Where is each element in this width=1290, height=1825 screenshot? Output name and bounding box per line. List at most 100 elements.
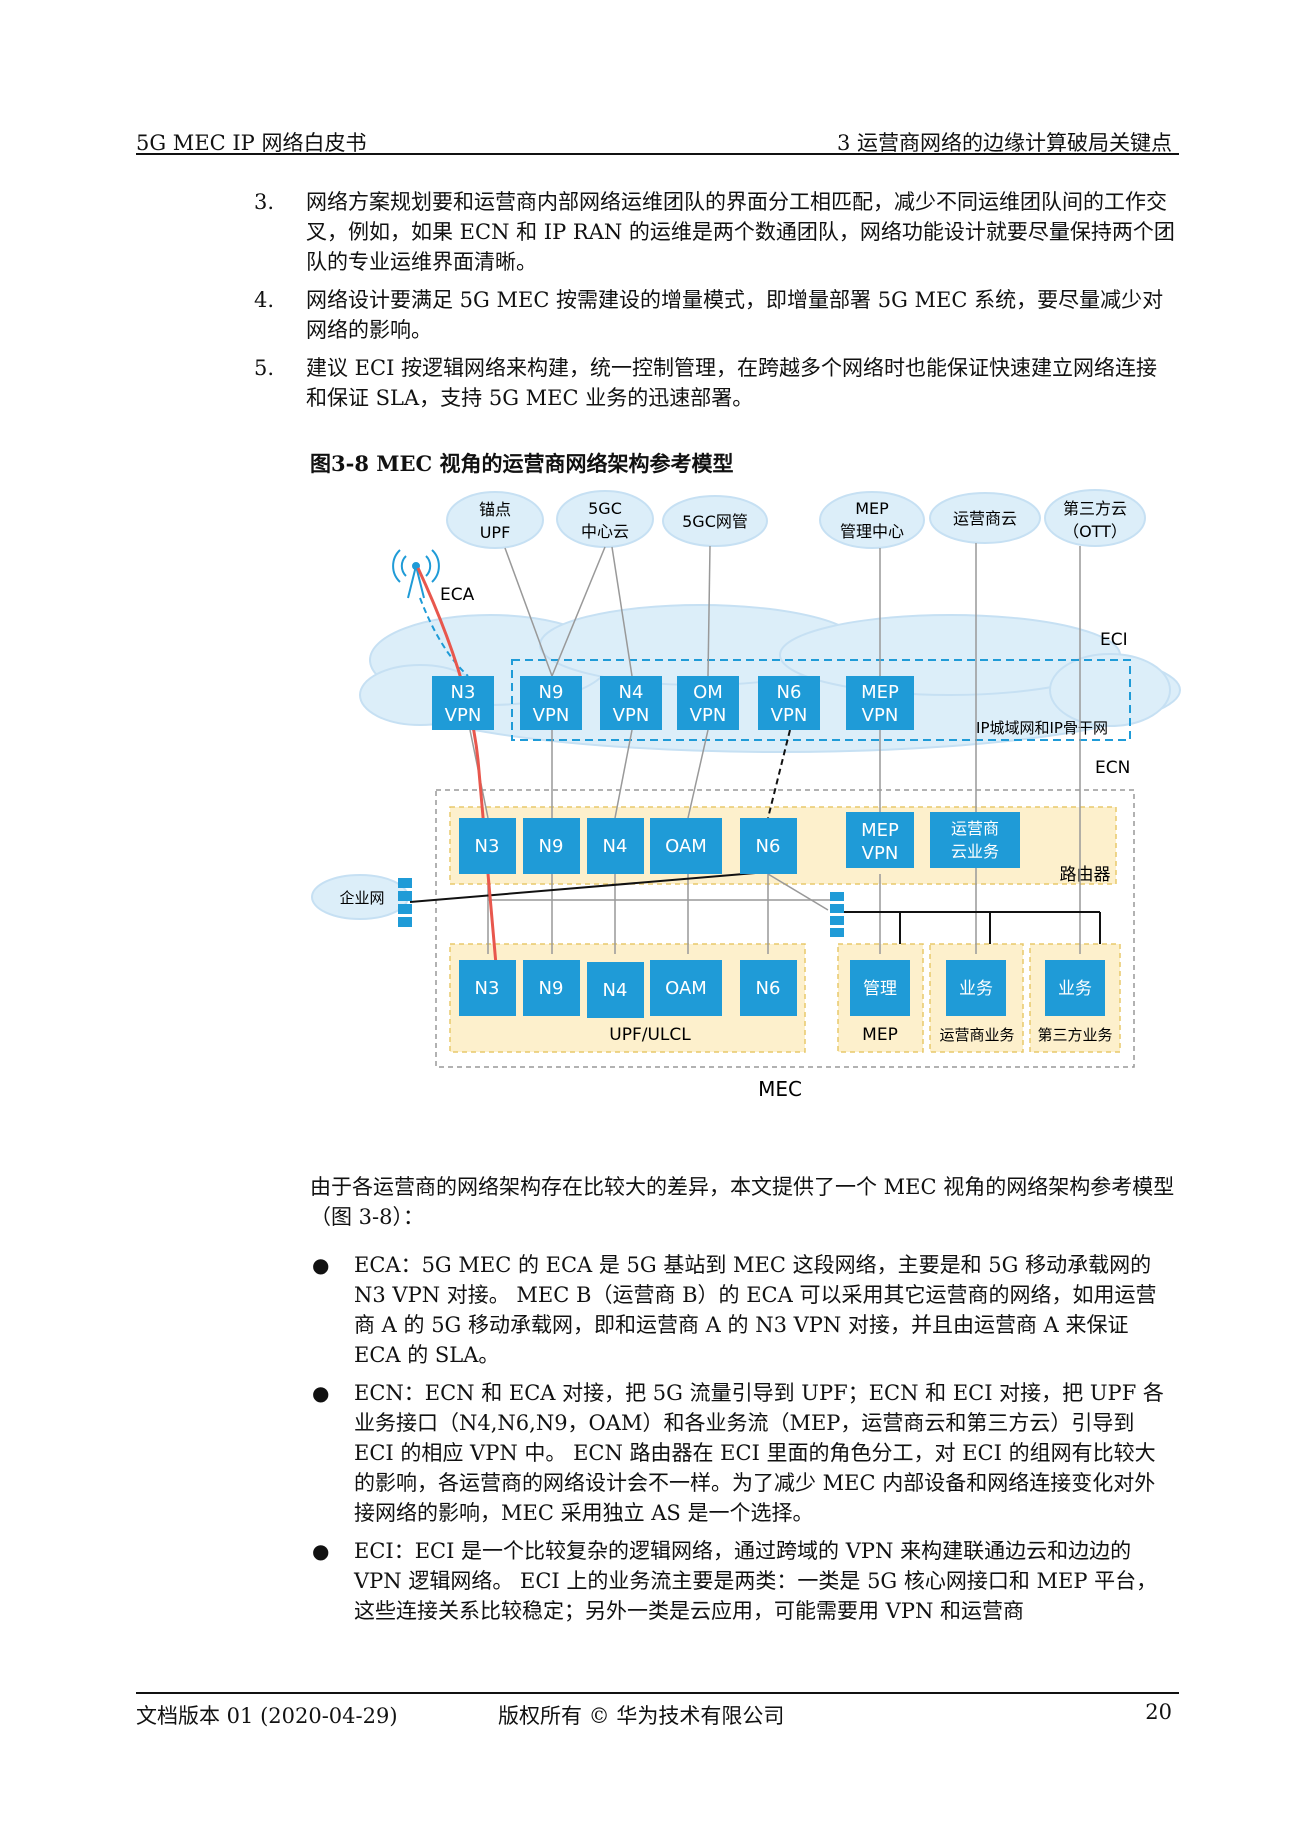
- cloud-operator: [929, 492, 1041, 544]
- cloud-anchor-label-2: UPF: [480, 523, 511, 542]
- vpn-label: VPN: [445, 705, 482, 726]
- service-label: 业务: [1058, 979, 1092, 999]
- router-label: N4: [603, 836, 628, 857]
- vpn-box: [600, 676, 662, 730]
- header-rule: [136, 153, 1179, 155]
- upf-label: OAM: [665, 978, 707, 999]
- cloud-anchor-upf: [446, 491, 544, 549]
- upf-box: [459, 960, 516, 1016]
- list-number: 4.: [254, 288, 275, 312]
- upf-box: [587, 962, 644, 1018]
- connector-lines: [469, 543, 1081, 954]
- bullet-text: ECA：5G MEC 的 ECA 是 5G 基站到 MEC 这段网络，主要是和 …: [354, 1253, 1157, 1367]
- upf-box: [523, 960, 580, 1016]
- cloud-operator-label: 运营商云: [953, 509, 1017, 528]
- service-label: 业务: [959, 979, 993, 999]
- mep-zone-label: MEP: [862, 1025, 898, 1045]
- router-label: OAM: [665, 836, 707, 857]
- service-boxes: [850, 960, 1105, 1016]
- intro-paragraph: 由于各运营商的网络架构存在比较大的差异，本文提供了一个 MEC 视角的网络架构参…: [310, 1175, 1175, 1229]
- vpn-box: [520, 676, 582, 730]
- upf-label: N6: [756, 978, 781, 999]
- upf-box: [650, 960, 722, 1016]
- upf-label: N4: [603, 980, 628, 1001]
- eci-zone: [511, 659, 1131, 741]
- cloud-mep-label-2: 管理中心: [840, 522, 904, 541]
- router-box: [846, 812, 914, 868]
- bullet-icon: ●: [312, 1539, 330, 1563]
- upf-box: [740, 960, 797, 1016]
- mec-zone: [435, 789, 1135, 1068]
- cloud-third-party: [1044, 489, 1146, 547]
- vpn-label: N6: [777, 682, 802, 703]
- router-label: 路由器: [1060, 865, 1111, 885]
- page-number: 20: [1145, 1700, 1172, 1724]
- list-number: 5.: [254, 356, 275, 380]
- cloud-anchor-label-1: 锚点: [479, 500, 511, 519]
- enterprise-link: [409, 871, 769, 903]
- vpn-box: [758, 676, 820, 730]
- eci-label: ECI: [1100, 630, 1128, 650]
- bullet-icon: ●: [312, 1381, 330, 1405]
- vpn-box: [432, 676, 494, 730]
- footer-rule: [136, 1692, 1179, 1694]
- cloud-5gcnm-label: 5GC网管: [682, 512, 748, 531]
- upf-zone-label: UPF/ULCL: [609, 1025, 691, 1045]
- vpn-label: MEP: [861, 682, 899, 703]
- cloud-5gc-label-2: 中心云: [581, 522, 629, 541]
- third-biz-label: 第三方业务: [1037, 1026, 1112, 1044]
- upf-boxes: [459, 960, 797, 1018]
- base-station-icon: [392, 549, 440, 599]
- list-text: 建议 ECI 按逻辑网络来构建，统一控制管理，在跨越多个网络时也能保证快速建立网…: [306, 356, 1158, 410]
- cloud-third-label-2: （OTT）: [1063, 522, 1127, 541]
- router-box: [930, 812, 1020, 868]
- bullet-icon: ●: [312, 1253, 330, 1277]
- vpn-label: VPN: [862, 705, 899, 726]
- router-label: N3: [475, 836, 500, 857]
- bullet-item: ● ECA：5G MEC 的 ECA 是 5G 基站到 MEC 这段网络，主要是…: [312, 1250, 1176, 1370]
- list-text: 网络方案规划要和运营商内部网络运维团队的界面分工相匹配，减少不同运维团队间的工作…: [306, 190, 1175, 274]
- eca-dashed-link: [419, 597, 469, 677]
- router-box: [587, 818, 644, 874]
- numbered-list: 3. 网络方案规划要和运营商内部网络运维团队的界面分工相匹配，减少不同运维团队间…: [254, 187, 1176, 421]
- vpn-label: VPN: [771, 705, 808, 726]
- ecn-label: ECN: [1095, 758, 1130, 778]
- mec-label: MEC: [758, 1077, 802, 1101]
- service-box: [850, 960, 910, 1016]
- upf-label: N9: [539, 978, 564, 999]
- switch-icon: [398, 878, 844, 937]
- list-item: 3. 网络方案规划要和运营商内部网络运维团队的界面分工相匹配，减少不同运维团队间…: [254, 187, 1176, 277]
- eca-label: ECA: [440, 585, 475, 605]
- router-box: [650, 818, 722, 874]
- vpn-label: N9: [539, 682, 564, 703]
- list-text: 网络设计要满足 5G MEC 按需建设的增量模式，即增量部署 5G MEC 系统…: [306, 288, 1164, 342]
- router-box: [740, 818, 797, 874]
- router-label: 云业务: [951, 842, 999, 861]
- footer-copyright: 版权所有 © 华为技术有限公司: [498, 1704, 785, 1728]
- figure-title: 图3-8 MEC 视角的运营商网络架构参考模型: [310, 451, 734, 476]
- header-chapter-title: 3 运营商网络的边缘计算破局关键点: [836, 131, 1172, 155]
- bullet-text: ECN：ECN 和 ECA 对接，把 5G 流量引导到 UPF；ECN 和 EC…: [354, 1381, 1164, 1525]
- bullet-item: ● ECN：ECN 和 ECA 对接，把 5G 流量引导到 UPF；ECN 和 …: [312, 1378, 1176, 1528]
- vpn-label: VPN: [690, 705, 727, 726]
- vpn-label: N3: [451, 682, 476, 703]
- vpn-label: VPN: [533, 705, 570, 726]
- vpn-label: OM: [693, 682, 723, 703]
- router-label: 运营商: [951, 819, 999, 838]
- router-label: VPN: [862, 843, 899, 864]
- vpn-label: VPN: [613, 705, 650, 726]
- header-doc-title: 5G MEC IP 网络白皮书: [136, 131, 367, 155]
- vpn-boxes: [432, 676, 914, 730]
- upf-label: N3: [475, 978, 500, 999]
- footer-doc-version: 文档版本 01 (2020-04-29): [136, 1704, 398, 1728]
- service-label: 管理: [863, 979, 897, 999]
- cloud-enterprise-label: 企业网: [339, 889, 384, 907]
- cloud-5gc-label-1: 5GC: [588, 499, 622, 518]
- vpn-box: [846, 676, 914, 730]
- bullet-list: ● ECA：5G MEC 的 ECA 是 5G 基站到 MEC 这段网络，主要是…: [312, 1250, 1176, 1634]
- router-box: [459, 818, 516, 874]
- vpn-box: [677, 676, 739, 730]
- cloud-third-label-1: 第三方云: [1063, 499, 1127, 518]
- bullet-item: ● ECI：ECI 是一个比较复杂的逻辑网络，通过跨域的 VPN 来构建联通边云…: [312, 1536, 1176, 1626]
